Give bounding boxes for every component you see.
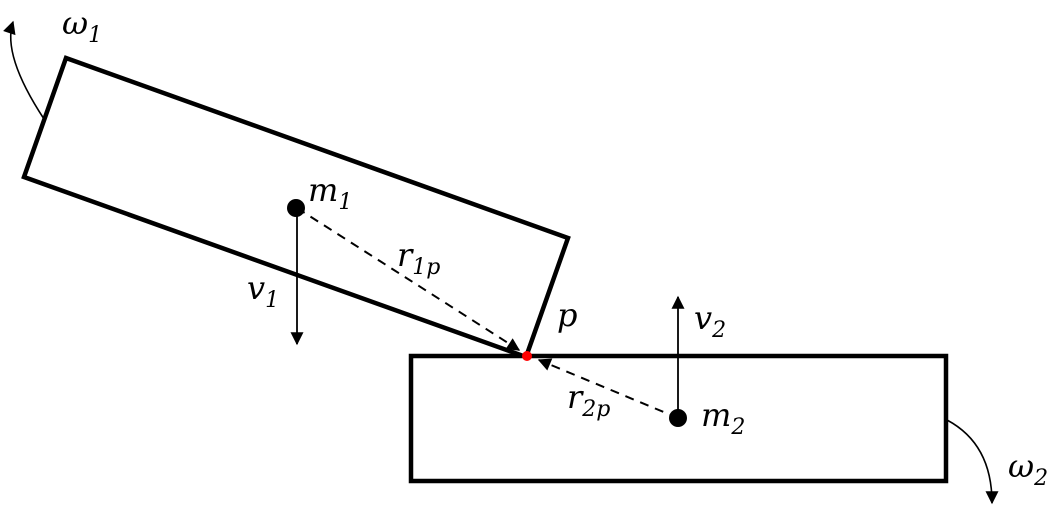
r1p-vector-dashed-arrow xyxy=(296,207,521,351)
r1p-label: r1p xyxy=(397,236,441,280)
v2-label: v2 xyxy=(694,299,727,343)
m2-label: m2 xyxy=(701,396,746,440)
m1-label: m1 xyxy=(308,171,353,215)
contact-point-dot xyxy=(522,351,532,361)
m1-center-of-mass-dot xyxy=(287,199,305,217)
r2p-label: r2p xyxy=(567,378,611,422)
omega1-label: ω1 xyxy=(62,4,103,48)
omega2-label: ω2 xyxy=(1008,447,1049,491)
contact-point-label: p xyxy=(557,296,578,334)
m2-center-of-mass-dot xyxy=(669,409,687,427)
omega2-rotation-arrow xyxy=(946,419,999,505)
v1-label: v1 xyxy=(247,269,280,313)
omega1-rotation-arrow xyxy=(3,20,45,120)
